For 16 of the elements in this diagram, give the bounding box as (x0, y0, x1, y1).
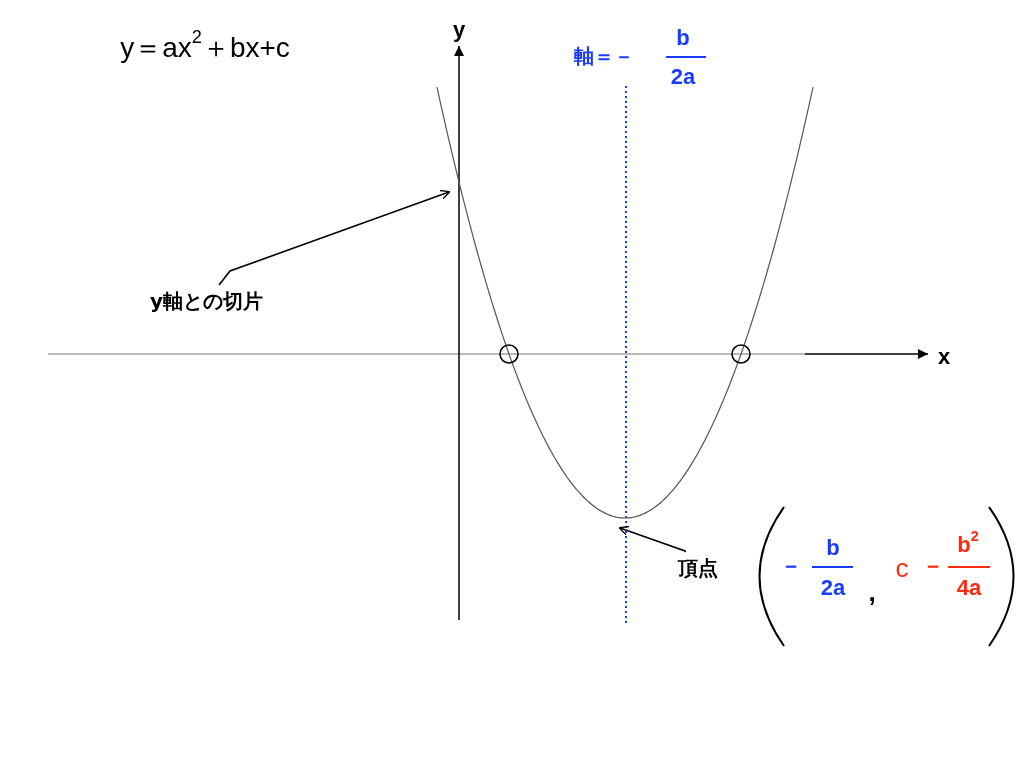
minus-sign: － (922, 555, 944, 577)
denominator: 2a (820, 577, 846, 599)
constant-term: c (895, 555, 909, 581)
numerator: b (676, 27, 690, 49)
callout-text: y軸との切片 (150, 289, 264, 313)
axis-label: y (452, 19, 466, 41)
axis-label: x (937, 346, 951, 368)
numerator: b (826, 537, 840, 559)
callout-text: 頂点 (678, 556, 718, 580)
leader-arrow (618, 525, 687, 553)
denominator: 2a (670, 66, 696, 88)
minus-sign: － (780, 555, 802, 577)
denominator: 4a (956, 577, 982, 599)
axis-formula: 軸＝－ (574, 46, 634, 66)
leader-arrow (218, 189, 451, 286)
comma: , (868, 579, 876, 605)
